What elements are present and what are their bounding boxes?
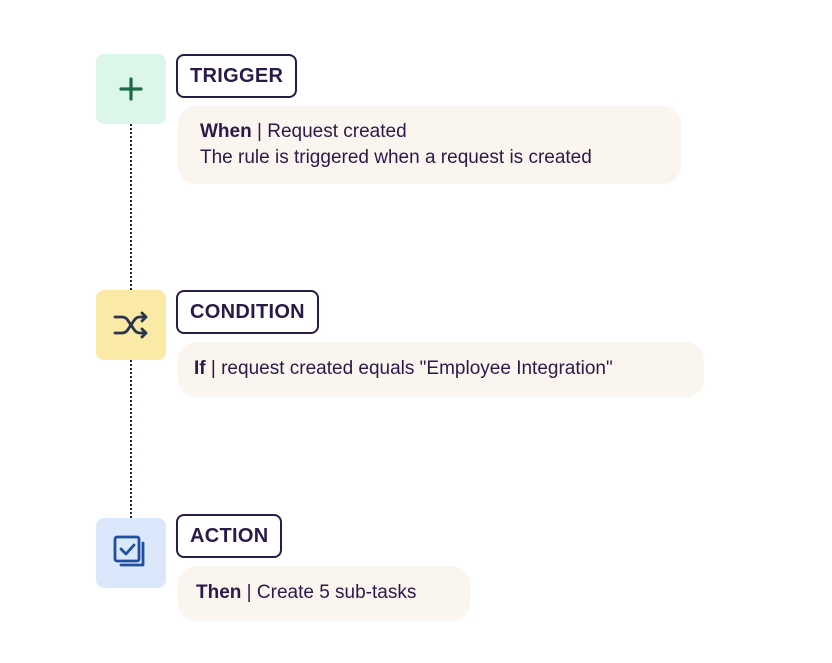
trigger-separator: |: [251, 121, 268, 142]
trigger-description: The rule is triggered when a request is …: [200, 147, 592, 168]
action-label-text: ACTION: [190, 524, 269, 547]
shuffle-icon: [113, 311, 148, 339]
action-separator: |: [241, 582, 257, 603]
condition-description-card: If | request created equals "Employee In…: [178, 342, 704, 397]
condition-separator: |: [205, 358, 222, 379]
trigger-description-card: When | Request created The rule is trigg…: [178, 106, 681, 184]
plus-icon: [119, 77, 143, 101]
trigger-keyword: When: [200, 121, 252, 142]
action-text: Create 5 sub-tasks: [256, 582, 417, 603]
trigger-summary: When | Request created: [200, 119, 659, 145]
action-keyword: Then: [196, 582, 242, 603]
connector-line-condition-action: [130, 360, 132, 518]
condition-keyword: If: [194, 358, 206, 379]
condition-label: CONDITION: [176, 290, 319, 334]
trigger-label: TRIGGER: [176, 54, 298, 98]
action-label: ACTION: [176, 514, 283, 558]
condition-text: request created equals "Employee Integra…: [221, 358, 613, 379]
trigger-text: Request created: [267, 121, 407, 142]
action-summary: Then | Create 5 sub-tasks: [196, 580, 452, 606]
action-description-card: Then | Create 5 sub-tasks: [178, 566, 470, 621]
trigger-icon-box: [96, 54, 166, 124]
connector-line-trigger-condition: [130, 124, 132, 290]
checklist-icon: [113, 535, 145, 567]
condition-icon-box: [96, 290, 166, 360]
trigger-label-text: TRIGGER: [190, 64, 284, 87]
action-icon-box: [96, 518, 166, 588]
condition-summary: If | request created equals "Employee In…: [194, 356, 688, 382]
condition-label-text: CONDITION: [190, 300, 305, 323]
